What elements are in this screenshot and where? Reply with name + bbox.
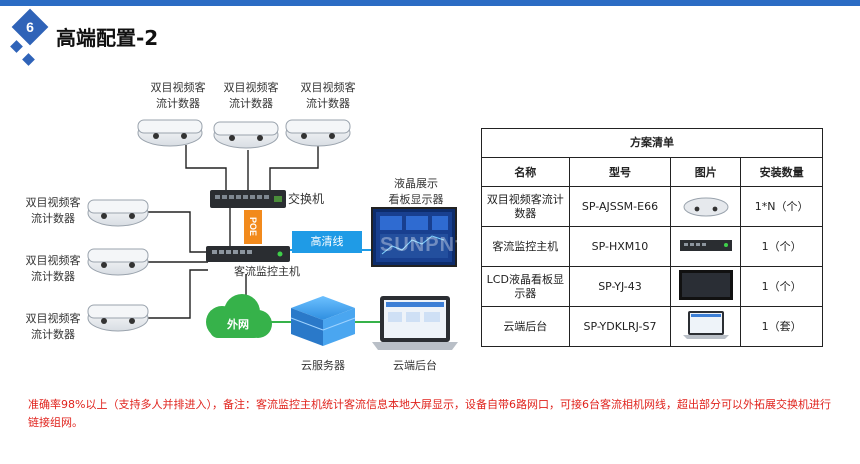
plan-table: 方案清单 名称 型号 图片 安装数量 双目视频客流计数器 SP-AJSSM-E6… (481, 128, 823, 347)
cloud-server-icon (290, 296, 356, 346)
host-device-image (670, 226, 742, 267)
counter-label-line1: 双目视频客 (150, 81, 206, 94)
counter-label-line2: 流计数器 (229, 97, 273, 110)
lcd-label-line2: 看板显示器 (388, 193, 444, 206)
poe-tag (244, 210, 262, 244)
top-accent-bar (0, 0, 860, 6)
header-image: 图片 (670, 157, 742, 187)
laptop-icon (372, 296, 458, 350)
host-thumb-icon (679, 239, 732, 251)
row-model: SP-YJ-43 (568, 266, 672, 307)
counter-label-line2: 流计数器 (31, 270, 75, 283)
lcd-display-image (670, 266, 742, 307)
header-qty: 安装数量 (740, 157, 823, 187)
counter-label-left-1: 双目视频客 流计数器 (18, 195, 88, 227)
row-name: 云端后台 (481, 306, 570, 347)
header-model: 型号 (568, 157, 672, 187)
hd-cable-label-box (292, 231, 362, 253)
table-row: 双目视频客流计数器 SP-AJSSM-E66 1*N（个） (481, 186, 823, 227)
camera-thumb-icon (683, 197, 729, 216)
header-name: 名称 (481, 157, 570, 187)
counter-label-top-1: 双目视频客 流计数器 (143, 80, 213, 112)
hd-cable-label: 高清线 (310, 235, 344, 248)
host-device (206, 246, 290, 262)
row-model: SP-YDKLRJ-S7 (568, 306, 672, 347)
cloud-server-label: 云服务器 (301, 359, 345, 372)
row-qty: 1（个） (740, 266, 823, 307)
switch-label: 交换机 (288, 192, 325, 206)
counter-label-top-2: 双目视频客 流计数器 (216, 80, 286, 112)
counter-device-image (670, 186, 742, 227)
counter-label-line2: 流计数器 (306, 97, 350, 110)
counter-label-line2: 流计数器 (156, 97, 200, 110)
table-row: 云端后台 SP-YDKLRJ-S7 1（套） (481, 306, 823, 347)
plan-table-header-row: 名称 型号 图片 安装数量 (481, 157, 823, 187)
host-label: 客流监控主机 (234, 265, 300, 278)
laptop-thumb-icon (682, 310, 729, 339)
lcd-label: 液晶展示 看板显示器 (376, 176, 456, 208)
counter-label-line2: 流计数器 (31, 212, 75, 225)
counter-label-line2: 流计数器 (31, 328, 75, 341)
section-number: 6 (26, 19, 34, 35)
row-name: LCD液晶看板显示器 (481, 266, 570, 307)
table-row: 客流监控主机 SP-HXM10 1（个） (481, 226, 823, 267)
camera-wires-top (185, 145, 319, 190)
plan-table-caption: 方案清单 (481, 128, 823, 158)
row-name: 客流监控主机 (481, 226, 570, 267)
laptop-image (670, 306, 742, 347)
camera-device-2 (213, 121, 279, 149)
table-row: LCD液晶看板显示器 SP-YJ-43 1（个） (481, 266, 823, 307)
row-qty: 1（个） (740, 226, 823, 267)
internet-label: 外网 (227, 318, 249, 331)
lcd-display-device (371, 207, 457, 267)
switch-host-wires (146, 208, 247, 319)
counter-label-line1: 双目视频客 (25, 196, 81, 209)
lcd-thumb-icon (678, 269, 733, 300)
lcd-label-line1: 液晶展示 (394, 177, 438, 190)
camera-device-6 (87, 304, 149, 332)
row-model: SP-AJSSM-E66 (568, 186, 672, 227)
poe-label: POE (248, 217, 258, 237)
row-qty: 1*N（个） (740, 186, 823, 227)
camera-device-5 (87, 248, 149, 276)
page-title: 高端配置-2 (56, 26, 159, 50)
watermark-text: SUNPN讯鹏 (380, 234, 498, 256)
row-name: 双目视频客流计数器 (481, 186, 570, 227)
camera-device-3 (285, 119, 351, 147)
counter-label-top-3: 双目视频客 流计数器 (293, 80, 363, 112)
switch-device (210, 190, 286, 208)
row-qty: 1（套） (740, 306, 823, 347)
counter-label-left-2: 双目视频客 流计数器 (18, 253, 88, 285)
row-model: SP-HXM10 (568, 226, 672, 267)
counter-label-line1: 双目视频客 (25, 312, 81, 325)
camera-device-4 (87, 199, 149, 227)
counter-label-line1: 双目视频客 (25, 254, 81, 267)
cloud-backend-label: 云端后台 (393, 359, 437, 372)
camera-device-1 (137, 119, 203, 147)
counter-label-left-3: 双目视频客 流计数器 (18, 311, 88, 343)
footer-note: 准确率98%以上（支持多人并排进入），备注：客流监控主机统计客流信息本地大屏显示… (28, 398, 831, 429)
cloud-icon (206, 294, 272, 338)
counter-label-line1: 双目视频客 (300, 81, 356, 94)
counter-label-line1: 双目视频客 (223, 81, 279, 94)
